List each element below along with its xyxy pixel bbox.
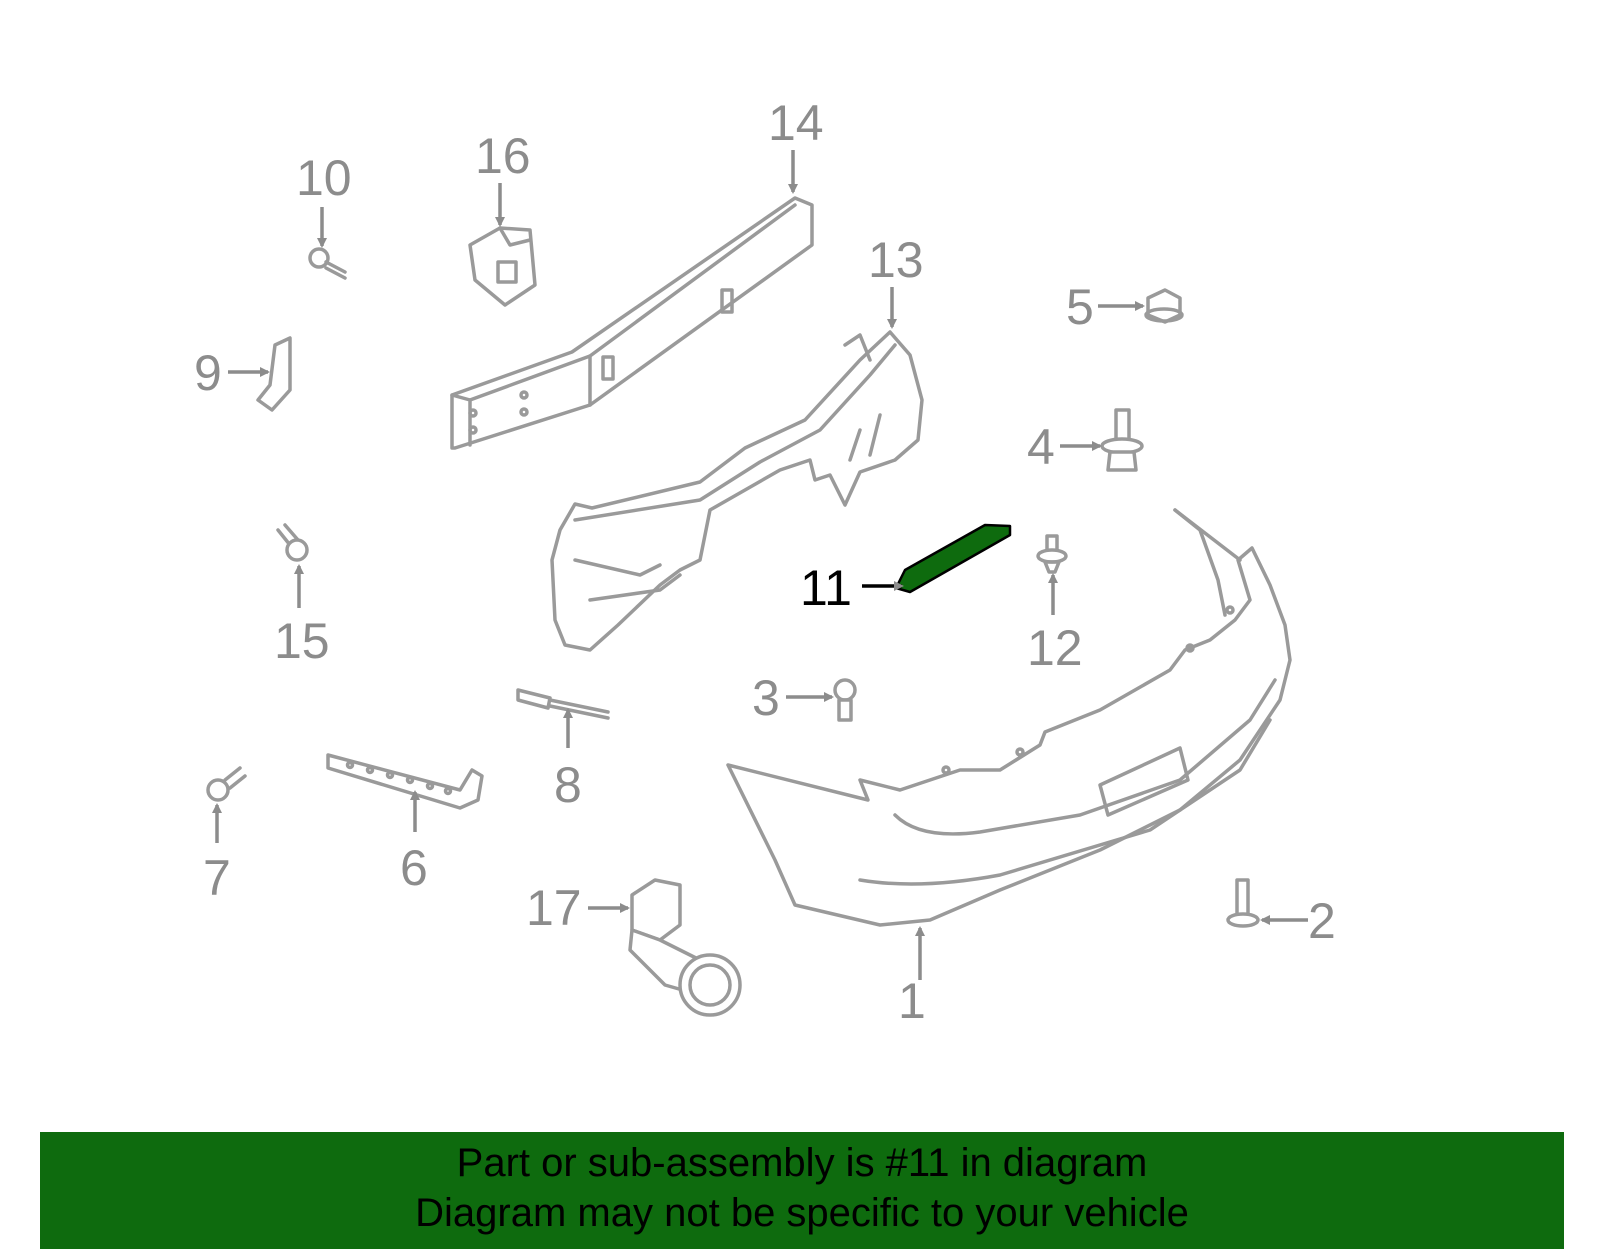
part-5-nut[interactable] (1144, 288, 1184, 324)
callout-17[interactable]: 17 (526, 880, 582, 936)
callout-9[interactable]: 9 (194, 345, 222, 401)
callout-6[interactable]: 6 (400, 840, 428, 896)
callout-16[interactable]: 16 (475, 128, 531, 184)
callout-4[interactable]: 4 (1027, 419, 1055, 475)
part-14-reinforcement[interactable] (450, 196, 814, 450)
part-4-stud[interactable] (1100, 408, 1144, 472)
callout-5[interactable]: 5 (1066, 279, 1094, 335)
part-1-bumper-cover[interactable] (726, 508, 1292, 927)
callout-11[interactable]: 11 (800, 560, 852, 616)
part-12-push-pin[interactable] (1036, 534, 1068, 574)
part-10-clip[interactable] (308, 247, 347, 280)
part-13-absorber[interactable] (550, 330, 924, 652)
info-banner: Part or sub-assembly is #11 in diagram D… (40, 1132, 1564, 1249)
part-17-sensor[interactable] (628, 878, 742, 1017)
callout-10[interactable]: 10 (296, 150, 352, 206)
part-8-rivet[interactable] (516, 688, 610, 720)
parts-diagram: 1 2 3 4 5 6 7 8 9 10 11 12 13 14 15 16 1… (194, 95, 1336, 1029)
part-7-bolt[interactable] (206, 766, 247, 802)
callout-8[interactable]: 8 (554, 757, 582, 813)
part-16-clip[interactable] (468, 226, 537, 307)
banner-part-info: Part or sub-assembly is #11 in diagram (456, 1141, 1148, 1185)
callout-12[interactable]: 12 (1027, 620, 1083, 676)
callout-2[interactable]: 2 (1308, 893, 1336, 949)
callout-13[interactable]: 13 (868, 232, 924, 288)
part-11-highlighted[interactable] (894, 523, 1012, 594)
part-15-bolt[interactable] (276, 523, 309, 562)
callout-14[interactable]: 14 (768, 95, 824, 151)
part-6-bracket-strip[interactable] (326, 753, 484, 810)
callout-15[interactable]: 15 (274, 613, 330, 669)
callout-3[interactable]: 3 (752, 670, 780, 726)
part-3-bolt[interactable] (833, 678, 857, 722)
banner-disclaimer: Diagram may not be specific to your vehi… (415, 1191, 1189, 1235)
callout-1[interactable]: 1 (898, 973, 926, 1029)
part-2-bolt[interactable] (1226, 878, 1260, 928)
part-9-bracket[interactable] (256, 336, 292, 412)
callout-7[interactable]: 7 (203, 850, 231, 906)
